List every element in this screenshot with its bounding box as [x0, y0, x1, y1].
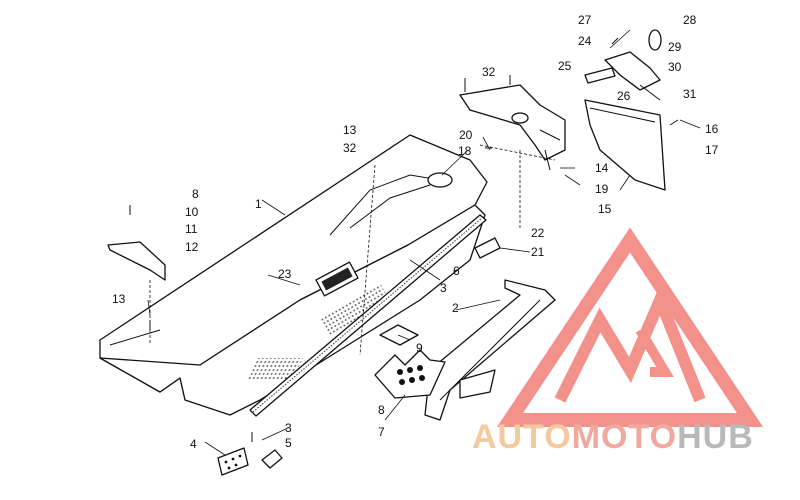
callout-8-upper: 8 — [192, 187, 199, 201]
callout-4: 4 — [190, 437, 197, 451]
mesh-area — [247, 283, 391, 380]
reinforcement-plate-part-4 — [217, 447, 249, 476]
support-bracket-part-2 — [424, 279, 556, 421]
watermark-text: AUTOMOTOHUB — [472, 418, 754, 456]
callout-3-upper: 3 — [440, 281, 447, 295]
callout-14: 14 — [595, 161, 609, 175]
callout-29: 29 — [668, 40, 682, 54]
callout-21: 21 — [531, 245, 545, 259]
callout-17: 17 — [705, 143, 719, 157]
callout-13-lower: 13 — [112, 292, 126, 306]
mount-bracket-part-14 — [459, 84, 566, 171]
callout-19: 19 — [595, 182, 609, 196]
callout-2: 2 — [452, 301, 459, 315]
callout-labels: 1 2 3 3 4 5 6 7 8 8 9 10 11 12 13 13 14 … — [112, 13, 719, 451]
callout-28: 28 — [683, 13, 697, 27]
watermark-moto: MOTO — [572, 418, 677, 456]
callout-7: 7 — [378, 425, 385, 439]
watermark-logo — [496, 227, 764, 427]
callout-16: 16 — [705, 122, 719, 136]
callout-11: 11 — [185, 222, 198, 236]
callout-32-upper: 32 — [482, 65, 496, 79]
callout-10: 10 — [185, 205, 199, 219]
rail-strip — [249, 214, 487, 417]
left-bracket-part-11 — [107, 241, 166, 281]
fasteners — [129, 75, 679, 442]
callout-1: 1 — [255, 197, 262, 211]
callout-12: 12 — [185, 240, 199, 254]
svg-text:AUTOMOTOHUB: AUTOMOTOHUB — [472, 418, 754, 456]
callout-27: 27 — [578, 13, 592, 27]
callout-6: 6 — [453, 264, 460, 278]
side-panel-part-1 — [99, 134, 488, 416]
callout-20: 20 — [459, 128, 473, 142]
callout-32-lower: 32 — [343, 141, 357, 155]
callout-31: 31 — [683, 87, 697, 101]
watermark-auto: AUTO — [472, 418, 572, 456]
callout-22: 22 — [531, 226, 545, 240]
watermark-hub: HUB — [677, 418, 754, 456]
callout-15: 15 — [598, 202, 612, 216]
small-bracket-part-21 — [474, 237, 501, 259]
callout-9: 9 — [416, 341, 423, 355]
callout-13-upper: 13 — [343, 123, 357, 137]
callout-5: 5 — [285, 436, 292, 450]
callout-24: 24 — [578, 34, 592, 48]
callout-18: 18 — [458, 144, 472, 158]
callout-25: 25 — [558, 59, 572, 73]
callout-30: 30 — [668, 60, 682, 74]
hitch-assembly — [584, 29, 662, 101]
callout-3-lower: 3 — [285, 421, 292, 435]
callout-23: 23 — [278, 267, 292, 281]
callout-8-lower: 8 — [378, 403, 385, 417]
footrest-plate-part-7 — [374, 349, 446, 399]
callout-26: 26 — [617, 89, 631, 103]
mud-flap-part-15 — [584, 99, 666, 191]
clip-part-5 — [261, 449, 283, 469]
